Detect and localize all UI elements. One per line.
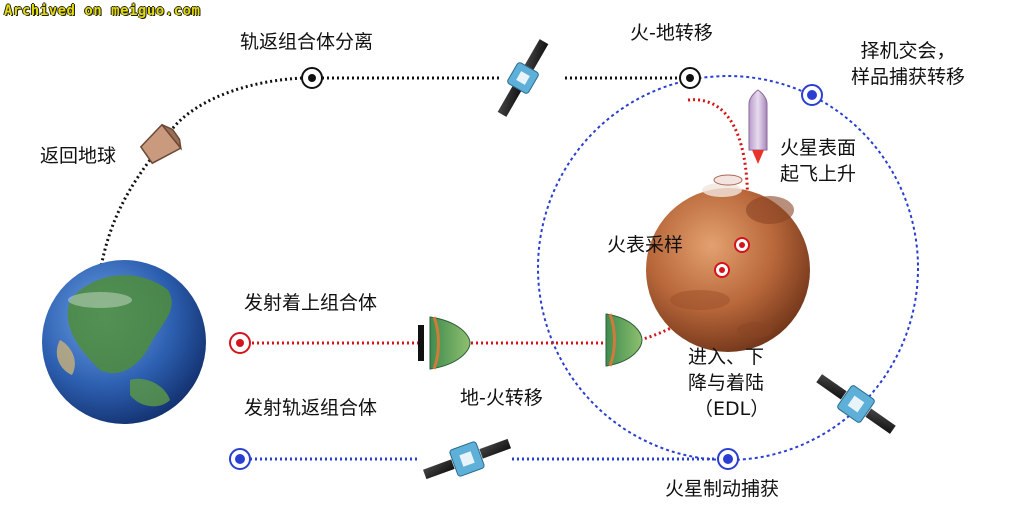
ascent-path <box>687 98 749 246</box>
mars-earth-transfer-label: 火-地转移 <box>630 22 713 44</box>
lander-capsule-launch-icon <box>418 316 471 370</box>
edl-label-line2: 降与着陆 <box>688 372 765 394</box>
capture-node <box>717 448 739 470</box>
edl-label-line3: （EDL） <box>694 398 770 420</box>
launch-lander-label: 发射着上组合体 <box>244 292 378 314</box>
orbiter-spacecraft-icon <box>497 39 549 117</box>
sampling-site-node <box>734 237 750 253</box>
ascent-label-line2: 起飞上升 <box>780 163 857 185</box>
ascent-label-line1: 火星表面 <box>780 137 857 159</box>
separation-label: 轨返组合体分离 <box>240 31 374 53</box>
earth-planet <box>42 260 206 424</box>
departure-node <box>679 67 701 89</box>
lander-capsule-arrival-icon <box>605 313 643 367</box>
orbiter-cruise-spacecraft-icon <box>423 438 511 480</box>
rendezvous-label-line2: 样品捕获转移 <box>850 66 965 88</box>
return-capsule-icon <box>139 123 182 165</box>
surface-sampling-label: 火表采样 <box>607 234 684 256</box>
edl-path <box>639 269 724 342</box>
capture-label: 火星制动捕获 <box>665 478 780 500</box>
mars-orbit-path <box>537 75 919 461</box>
launch-orbiter-label: 发射轨返组合体 <box>244 397 378 419</box>
landing-site-node <box>714 262 730 278</box>
ascent-rocket-icon <box>713 89 768 186</box>
watermark: Archived on meiguo.com <box>4 3 201 19</box>
lander-launch-node <box>229 332 251 354</box>
rendezvous-node <box>801 84 823 106</box>
earth-mars-transfer-label: 地-火转移 <box>460 387 543 409</box>
edl-label-line1: 进入、下 <box>688 346 765 368</box>
separation-node <box>301 67 323 89</box>
orbiter-launch-node <box>229 448 251 470</box>
orbiter-in-orbit-spacecraft-icon <box>816 374 896 434</box>
rendezvous-label-line1: 择机交会， <box>860 40 956 62</box>
return-earth-label: 返回地球 <box>40 145 117 167</box>
return-to-earth-path <box>163 76 303 141</box>
